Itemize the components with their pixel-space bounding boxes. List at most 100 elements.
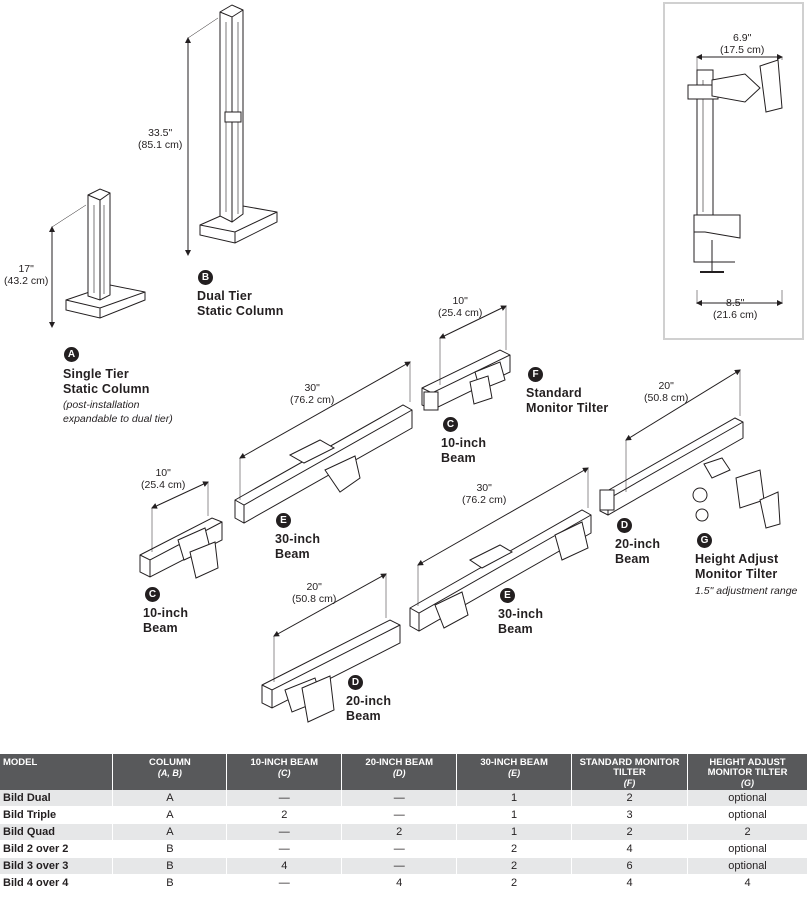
dim-imperial: 10" — [155, 467, 171, 479]
dim-metric: (76.2 cm) — [290, 394, 335, 406]
cell-30-inch-beam: 2 — [456, 840, 573, 858]
badge-c: C — [443, 417, 458, 432]
dim-metric: (50.8 cm) — [292, 593, 337, 605]
header-height-adjust-tilter: HEIGHT ADJUST MONITOR TILTER(G) — [687, 754, 808, 790]
cell-model: Bild Dual — [0, 790, 114, 807]
table-row: Bild Triple A 2 — 1 3 optional — [0, 806, 808, 824]
table-row: Bild 2 over 2 B — — 2 4 optional — [0, 840, 808, 858]
title-line: Standard — [526, 386, 582, 400]
beam20-right-dimension: 20" (50.8 cm) — [644, 380, 688, 404]
table-header-row: MODEL COLUMN(A, B) 10-INCH BEAM(C) 20-IN… — [0, 754, 808, 790]
beam20-right-title: 20-inch Beam — [615, 537, 660, 567]
badge-e: E — [276, 513, 291, 528]
cell-20-inch-beam: — — [341, 806, 458, 824]
beam10-left-title: 10-inch Beam — [143, 606, 188, 636]
title-line: Static Column — [63, 382, 150, 396]
beam10-left-dimension: 10" (25.4 cm) — [141, 467, 185, 491]
tilter-std-title: Standard Monitor Tilter — [526, 386, 608, 416]
dim-metric: (17.5 cm) — [720, 44, 765, 56]
side-view-bottom-dimension: 8.5" (21.6 cm) — [713, 297, 757, 321]
dim-imperial: 10" — [452, 295, 468, 307]
title-line: 10-inch — [441, 436, 487, 450]
title-line: 30-inch — [275, 532, 321, 546]
cell-model: Bild 3 over 3 — [0, 857, 114, 875]
dim-metric: (50.8 cm) — [644, 392, 689, 404]
title-line: Static Column — [197, 304, 284, 318]
beam30-mid-dimension: 30" (76.2 cm) — [462, 482, 506, 506]
cell-20-inch-beam: — — [341, 857, 458, 875]
beam30-top-drawing — [234, 361, 413, 524]
beam10-top-drawing — [421, 305, 511, 411]
cell-30-inch-beam: 1 — [456, 790, 573, 807]
cell-10-inch-beam: — — [226, 823, 343, 841]
cell-20-inch-beam: — — [341, 840, 458, 858]
beam20-bottom-dimension: 20" (50.8 cm) — [292, 581, 336, 605]
model-configuration-table: MODEL COLUMN(A, B) 10-INCH BEAM(C) 20-IN… — [0, 754, 808, 892]
cell-column: B — [112, 874, 228, 892]
table-row: Bild 4 over 4 B — 4 2 4 4 — [0, 874, 808, 892]
header-20-inch-beam: 20-INCH BEAM(D) — [341, 754, 458, 790]
cell-10-inch-beam: 2 — [226, 806, 343, 824]
header-10-inch-beam: 10-INCH BEAM(C) — [226, 754, 343, 790]
cell-height-adjust-tilter: 2 — [687, 823, 808, 841]
single-column-drawing — [49, 188, 146, 328]
title-line: Beam — [498, 622, 533, 636]
dim-imperial: 8.5" — [726, 297, 745, 309]
table-row: Bild Quad A — 2 1 2 2 — [0, 823, 808, 841]
badge-b: B — [198, 270, 213, 285]
dim-metric: (43.2 cm) — [4, 275, 49, 287]
cell-10-inch-beam: 4 — [226, 857, 343, 875]
title-line: 20-inch — [615, 537, 661, 551]
cell-model: Bild Triple — [0, 806, 114, 824]
title-line: Height Adjust — [695, 552, 779, 566]
header-30-inch-beam: 30-INCH BEAM(E) — [456, 754, 573, 790]
cell-20-inch-beam: 2 — [341, 823, 458, 841]
cell-10-inch-beam: — — [226, 790, 343, 807]
tilter-height-note: 1.5" adjustment range — [695, 585, 798, 597]
cell-height-adjust-tilter: optional — [687, 857, 808, 875]
beam30-mid-title: 30-inch Beam — [498, 607, 543, 637]
cell-height-adjust-tilter: optional — [687, 806, 808, 824]
cell-30-inch-beam: 1 — [456, 806, 573, 824]
cell-height-adjust-tilter: 4 — [687, 874, 808, 892]
cell-standard-tilter: 3 — [571, 806, 688, 824]
dim-metric: (85.1 cm) — [138, 139, 183, 151]
header-standard-tilter: STANDARD MONITOR TILTER(F) — [571, 754, 688, 790]
title-line: Beam — [441, 451, 476, 465]
product-illustrations — [49, 4, 783, 723]
single-column-dimension: 17" (43.2 cm) — [4, 263, 48, 287]
dual-column-drawing — [185, 4, 278, 256]
title-line: Monitor Tilter — [526, 401, 609, 415]
cell-column: B — [112, 840, 228, 858]
title-line: Beam — [143, 621, 178, 635]
side-view-top-dimension: 6.9" (17.5 cm) — [720, 32, 764, 56]
note-line: (post-installation — [63, 399, 140, 411]
cell-model: Bild Quad — [0, 823, 114, 841]
cell-column: A — [112, 806, 228, 824]
cell-10-inch-beam: — — [226, 874, 343, 892]
title-line: Beam — [275, 547, 310, 561]
cell-10-inch-beam: — — [226, 840, 343, 858]
single-column-title: Single Tier Static Column — [63, 367, 150, 397]
cell-model: Bild 2 over 2 — [0, 840, 114, 858]
tilter-height-title: Height Adjust Monitor Tilter — [695, 552, 778, 582]
cell-30-inch-beam: 1 — [456, 823, 573, 841]
dual-column-title: Dual Tier Static Column — [197, 289, 284, 319]
badge-d: D — [348, 675, 363, 690]
dual-column-dimension: 33.5" (85.1 cm) — [138, 127, 182, 151]
dim-imperial: 30" — [304, 382, 320, 394]
cell-model: Bild 4 over 4 — [0, 874, 114, 892]
header-model: MODEL — [0, 754, 114, 790]
cell-standard-tilter: 2 — [571, 823, 688, 841]
beam20-right-drawing — [599, 369, 744, 516]
cell-30-inch-beam: 2 — [456, 857, 573, 875]
badge-a: A — [64, 347, 79, 362]
title-line: 20-inch — [346, 694, 392, 708]
beam20-bottom-drawing — [261, 573, 401, 723]
height-tilter-drawing — [692, 457, 781, 529]
beam10-top-title: 10-inch Beam — [441, 436, 486, 466]
beam30-top-dimension: 30" (76.2 cm) — [290, 382, 334, 406]
cell-column: A — [112, 790, 228, 807]
cell-column: B — [112, 857, 228, 875]
cell-height-adjust-tilter: optional — [687, 790, 808, 807]
